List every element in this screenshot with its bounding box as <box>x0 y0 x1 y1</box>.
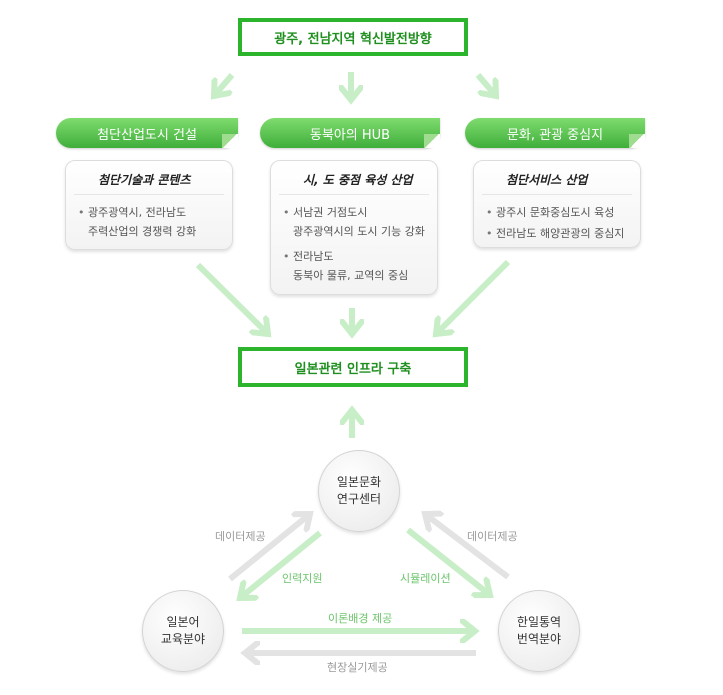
pill-culture-tourism: 문화, 관광 중심지 <box>465 118 645 148</box>
label-simulation: 시뮬레이션 <box>400 572 451 585</box>
label-theory: 이론배경 제공 <box>328 612 393 625</box>
label-data-left: 데이터제공 <box>215 530 266 543</box>
arrow-center-to-right <box>406 527 490 595</box>
item-line: 동북아 물류, 교역의 중심 <box>293 269 409 282</box>
item-line: 주력산업의 경쟁력 강화 <box>88 225 197 238</box>
list-item: 전라남도 해양관광의 중심지 <box>474 222 640 247</box>
label-data-right: 데이터제공 <box>467 530 518 543</box>
arrow-right-to-center <box>425 514 510 580</box>
label-staff-support: 인력지원 <box>282 572 323 585</box>
pill-northeast-hub: 동북아의 HUB <box>260 118 440 148</box>
arrow-top-left <box>214 73 235 96</box>
node-line: 한일통역 <box>516 615 562 629</box>
node-line: 일본어 <box>166 615 200 629</box>
node-line: 연구센터 <box>336 492 382 506</box>
card-advanced-service: 첨단서비스 산업 광주시 문화중심도시 육성 전라남도 해양관광의 중심지 <box>473 160 641 248</box>
node-line: 일본문화 <box>336 475 382 489</box>
card-title: 첨단기술과 콘텐츠 <box>74 161 224 195</box>
arrow-merge-left <box>195 262 268 334</box>
label-field-practice: 현장실기제공 <box>327 661 388 674</box>
card-title: 시, 도 중점 육성 산업 <box>279 161 429 195</box>
arrow-center-to-left <box>240 530 322 598</box>
item-line: 광주광역시, 전라남도 <box>88 206 187 219</box>
card-title: 첨단서비스 산업 <box>482 161 632 195</box>
arrow-merge-right <box>436 259 511 334</box>
pill-advanced-industry: 첨단산업도시 건설 <box>56 118 238 148</box>
middle-title-box: 일본관련 인프라 구축 <box>238 347 468 387</box>
item-line: 광주광역시의 도시 기능 강화 <box>293 225 425 238</box>
node-line: 교육분야 <box>160 632 206 646</box>
node-line: 번역분야 <box>516 632 562 646</box>
list-item: 광주시 문화중심도시 육성 <box>474 201 640 222</box>
arrow-top-right <box>475 73 496 96</box>
item-line: 전라남도 <box>293 250 334 263</box>
item-line: 서남권 거점도시 <box>293 206 368 219</box>
arrow-left-to-center <box>228 514 310 582</box>
top-title-box: 광주, 전남지역 혁신발전방향 <box>238 18 468 56</box>
